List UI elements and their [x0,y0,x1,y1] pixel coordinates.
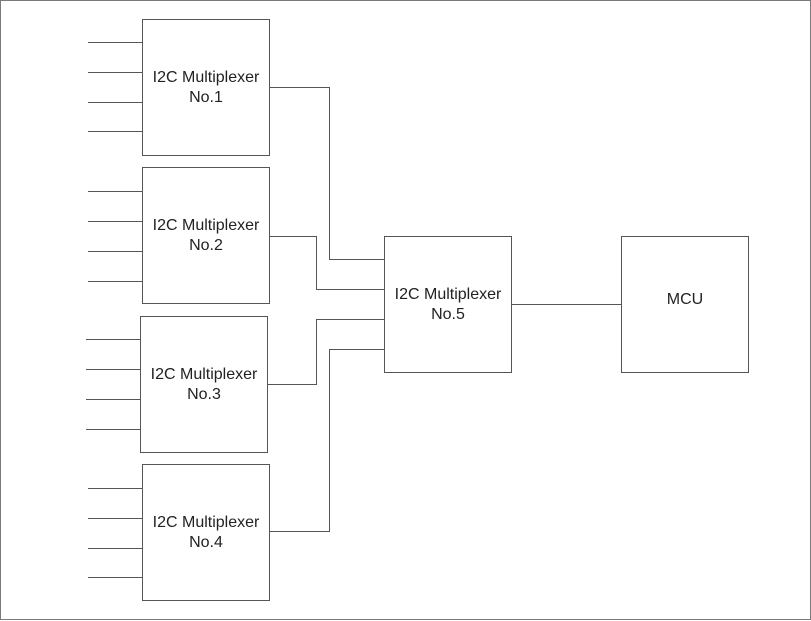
i2c-multiplexer-1: I2C Multiplexer No.1 [142,19,270,156]
mux3-number: No.3 [187,385,221,403]
mux2-number: No.2 [189,236,223,254]
mcu-label: MCU [666,291,704,308]
mux5-number: No.5 [431,305,465,323]
mux3-title: I2C Multiplexer [150,365,258,383]
mux2-title: I2C Multiplexer [152,216,260,234]
i2c-multiplexer-4: I2C Multiplexer No.4 [142,464,270,601]
mux4-to-mux5-connector [270,349,384,532]
i2c-multiplexer-2: I2C Multiplexer No.2 [142,167,270,304]
i2c-multiplexer-5: I2C Multiplexer No.5 [384,236,512,373]
mux2-to-mux5-connector [270,236,384,290]
mux4-number: No.4 [189,533,223,551]
mux4-title: I2C Multiplexer [152,513,260,531]
mux5-title: I2C Multiplexer [394,285,502,303]
i2c-multiplexer-3: I2C Multiplexer No.3 [140,316,268,453]
mcu-block: MCU [621,236,749,373]
mux3-to-mux5-connector [268,319,384,385]
mux1-to-mux5-connector [270,87,384,260]
mux1-title: I2C Multiplexer [152,68,260,86]
mux1-number: No.1 [189,88,223,106]
